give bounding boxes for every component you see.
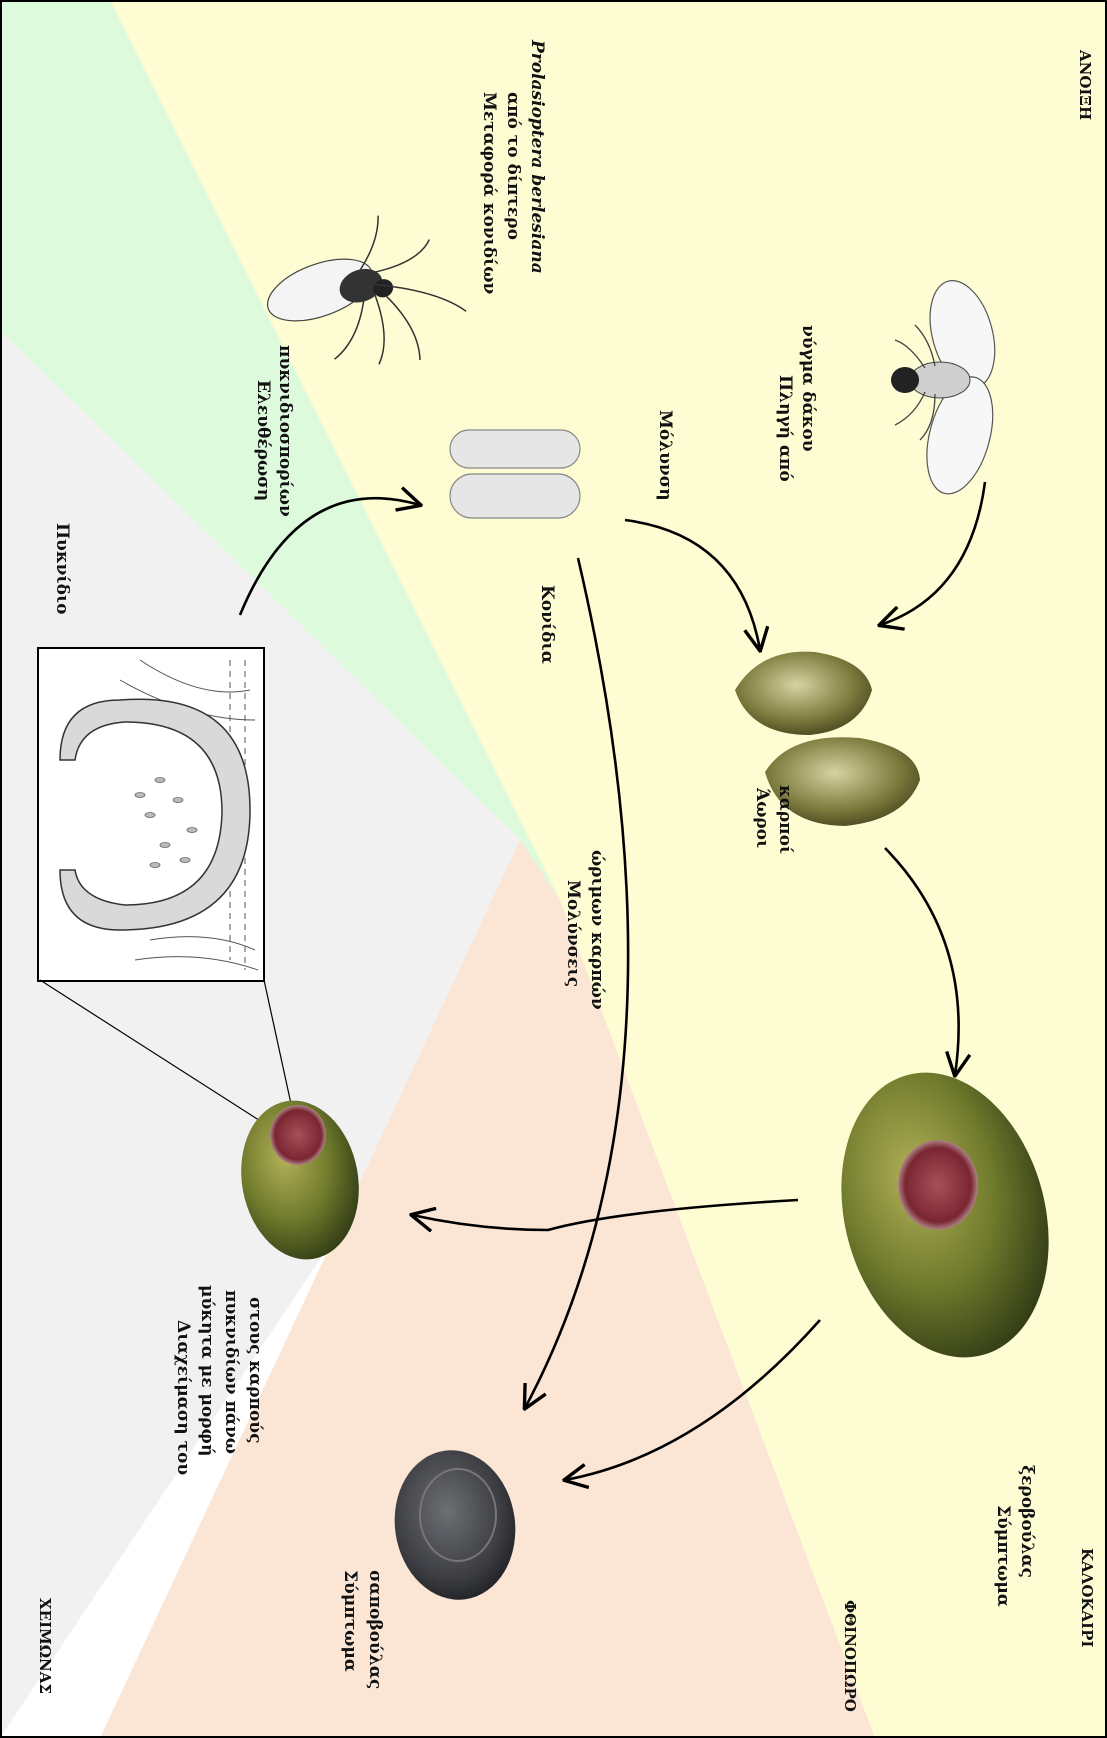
season-autumn: ΦΘΙΝΟΠΩΡΟ <box>841 1600 859 1712</box>
label-transport-1: Μεταφορά κονιδίων <box>479 92 499 295</box>
label-transport-2: από το δίπτερο <box>503 92 523 240</box>
label-release-2: πυκνιδιοσπορίων <box>275 345 295 517</box>
label-soft-rot-1: Σύμπτωμα <box>340 1570 360 1672</box>
label-survival-3: πυκνιδίων πάνω <box>221 1290 241 1454</box>
label-survival-2: μύκητα με μορφή <box>197 1285 217 1456</box>
label-soft-rot-2: σαποβούλας <box>365 1570 385 1689</box>
label-ripe-infection-2: ώριμων καρπών <box>587 850 607 1010</box>
label-dry-rot-2: ξεροβούλας <box>1017 1465 1037 1578</box>
label-survival-1: Διαχείμαση του <box>173 1320 193 1475</box>
season-summer: ΚΑΛΟΚΑΙΡΙ <box>1078 1548 1096 1647</box>
label-survival-4: στους καρπούς <box>245 1297 265 1443</box>
label-wound-2: νύγμα δάκου <box>798 325 818 452</box>
label-unripe-2: καρποί <box>775 785 795 854</box>
label-dry-rot-1: Σύμπτωμα <box>993 1505 1013 1607</box>
label-infection: Μόλυνση <box>655 410 675 501</box>
season-spring: ΑΝΟΙΞΗ <box>1076 49 1094 120</box>
label-transport-3: Prolasioptera berlesiana <box>527 39 547 274</box>
label-release-1: Ελευθέρωση <box>253 380 273 501</box>
season-winter: ΧΕΙΜΩΝΑΣ <box>36 1598 54 1694</box>
label-unripe-1: Άωροι <box>752 787 772 848</box>
label-pycnidium: Πυκνίδιο <box>52 523 72 615</box>
conidia-icon <box>450 430 580 518</box>
label-conidia: Κονίδια <box>537 585 557 664</box>
label-wound-1: Πληγή από <box>775 375 795 482</box>
label-ripe-infection-1: Μολύνσεις <box>563 880 583 987</box>
